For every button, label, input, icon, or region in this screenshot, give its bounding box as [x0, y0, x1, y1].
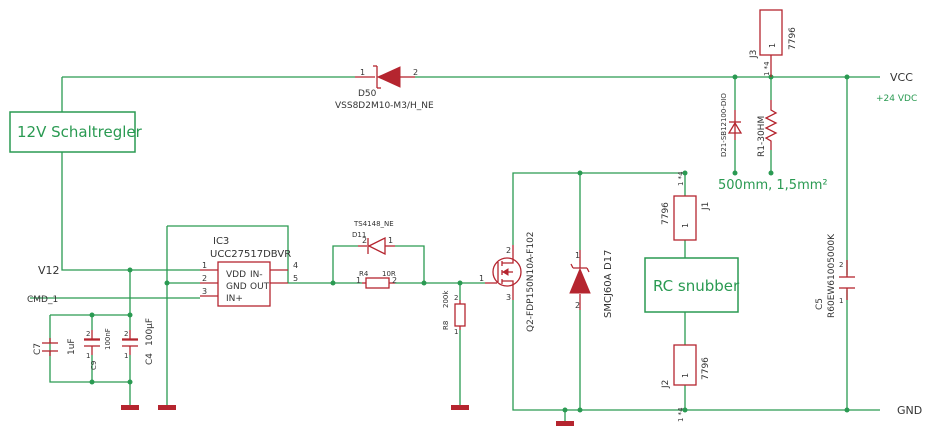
d11-part: TS4148_NE [353, 220, 394, 228]
ic3-n2: 2 [202, 274, 207, 283]
r4-value: 10R [382, 270, 396, 278]
d50-part: VSS8D2M10-M3/H_NE [335, 101, 434, 111]
q2-label: Q2-FDP150N10A-F102 [526, 231, 536, 332]
d17-pin1: 1 [575, 251, 580, 260]
connector-j3: 1 J3 7796 1 *4 [749, 9, 798, 77]
wires [30, 76, 880, 411]
c4-pin2: 2 [124, 330, 128, 338]
ground-symbols [121, 405, 574, 426]
j2-pin-side: 1 *4 [677, 407, 685, 422]
c5-name: C5 [815, 298, 825, 310]
q2-pin1: 1 [479, 274, 484, 283]
c9-name: C9 [90, 361, 98, 370]
r1-label: R1-30HM [757, 116, 767, 157]
j2-value: 7796 [701, 357, 711, 380]
ic3-pin-gnd: GND [226, 282, 247, 292]
j2-name: J2 [661, 380, 671, 389]
d50-pin2: 2 [413, 68, 418, 77]
d11-name: D11 [352, 231, 366, 239]
c4-pin1: 1 [124, 352, 128, 360]
c7-value: 1uF [67, 338, 77, 355]
r8-pin2: 2 [454, 294, 458, 302]
regulator-block: 12V Schaltregler [9, 111, 143, 153]
capacitor-c7: C7 1uF [33, 338, 77, 356]
j3-name: J3 [749, 50, 759, 59]
ic3-n3: 3 [202, 287, 207, 296]
j2-pin1: 1 [681, 373, 690, 378]
snubber-block: RC snubber [644, 257, 740, 313]
diode-d21: D21-SB12100-DIO [720, 93, 743, 157]
regulator-label: 12V Schaltregler [17, 123, 143, 141]
c9-pin2: 2 [86, 330, 90, 338]
capacitor-c4: 2 1 C4 100µF [122, 318, 155, 365]
j3-pin: 1 [768, 43, 777, 48]
d21-part: D21-SB12100-DIO [720, 93, 728, 157]
j1-pin-side: 1 *4 [677, 171, 685, 186]
ground-symbol-ic3 [158, 405, 176, 410]
net-label-gnd: GND [897, 404, 922, 417]
r4-pin1: 1 [356, 276, 361, 285]
connector-j2: 1 J2 7796 1 *4 [661, 344, 711, 422]
c5-part: R60EW61005000K [827, 233, 837, 318]
c9-value: 100nF [104, 328, 112, 350]
j1-value: 7796 [661, 202, 671, 225]
net-label-vcc-voltage: +24 VDC [876, 94, 917, 104]
ic3-part: UCC27517DBVR [210, 249, 291, 260]
r8-value: 200k [442, 290, 450, 308]
connector-j1: 1 7796 J1 1 *4 [661, 171, 711, 241]
c5-pin1: 1 [839, 297, 843, 305]
ic3-name: IC3 [213, 236, 229, 247]
capacitor-c5: 2 1 C5 R60EW61005000K [815, 233, 855, 318]
ic3-driver: IC3 UCC27517DBVR VDD GND IN+ IN- OUT 1 2… [200, 236, 298, 307]
d17-pin2: 2 [575, 301, 580, 310]
j1-pin1: 1 [681, 223, 690, 228]
net-label-cmd: CMD_1 [27, 295, 58, 305]
j3-pin-side: 1 *4 [763, 61, 771, 76]
c5-pin2: 2 [839, 261, 843, 269]
tvs-d17: 1 2 SMCJ60A D17 [569, 250, 614, 318]
diode-d50: 1 2 D50 VSS8D2M10-M3/H_NE [335, 65, 434, 111]
wire-note: 500mm, 1,5mm² [718, 178, 828, 193]
net-label-vcc: VCC [890, 71, 913, 84]
c4-name: C4 [145, 353, 155, 365]
d50-name: D50 [358, 89, 377, 99]
resistor-r1: R1-30HM [757, 100, 778, 157]
j1-name: J1 [701, 202, 711, 211]
d11-pin2: 2 [362, 236, 367, 245]
d50-pin1: 1 [360, 68, 365, 77]
j3-value: 7796 [788, 27, 798, 50]
net-label-v12: V12 [38, 264, 60, 277]
r8-name: R8 [442, 321, 450, 330]
d11-pin1: 1 [388, 236, 393, 245]
c9-pin1: 1 [86, 352, 90, 360]
resistor-r8: 200k R8 2 1 [442, 290, 466, 336]
ic3-pin-vdd: VDD [226, 270, 246, 280]
mosfet-q2: 1 2 3 Q2-FDP150N10A-F102 [479, 231, 536, 332]
d17-name: D17 [603, 250, 614, 270]
d17-part: SMCJ60A [603, 273, 614, 318]
r4-pin2: 2 [392, 276, 397, 285]
ic3-pin-inp: IN+ [226, 294, 243, 304]
ground-symbol-main [556, 421, 574, 426]
diode-d11: TS4148_NE D11 2 1 [352, 220, 395, 256]
r8-pin1: 1 [454, 328, 458, 336]
c4-value: 100µF [145, 318, 155, 346]
ground-symbol-c4 [121, 405, 139, 410]
snubber-label: RC snubber [653, 277, 740, 295]
ground-symbol-r8 [451, 405, 469, 410]
capacitor-c9: 2 1 100nF C9 [84, 328, 112, 370]
ic3-pin-out: OUT [250, 282, 270, 292]
junction-dots [89, 74, 850, 413]
ic3-n1: 1 [202, 261, 207, 270]
q2-pin3: 3 [506, 293, 511, 302]
ic3-pin-inm: IN- [250, 270, 263, 280]
ic3-n4: 4 [293, 261, 298, 270]
q2-pin2: 2 [506, 246, 511, 255]
c7-name: C7 [33, 343, 43, 355]
ic3-n5: 5 [293, 274, 298, 283]
r4-name: R4 [359, 270, 369, 278]
resistor-r4: R4 10R 1 2 [356, 270, 397, 289]
